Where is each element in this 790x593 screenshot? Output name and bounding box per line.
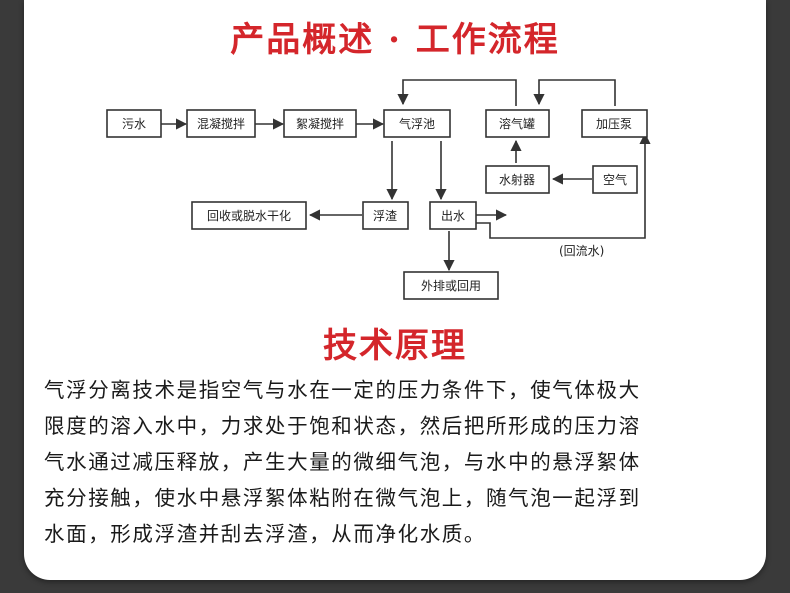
process-flow-diagram: 污水 混凝搅拌 絮凝搅拌 气浮池 溶气罐 加压泵 水射器 空气 回收或脱水干化 … <box>106 79 651 300</box>
node-qifuchi: 气浮池 <box>383 109 451 138</box>
reflux-label: (回流水) <box>559 244 604 258</box>
node-shuisheqi-label: 水射器 <box>499 172 535 187</box>
overview-title: 产品概述 · 工作流程 <box>230 20 560 60</box>
node-xuning-label: 絮凝搅拌 <box>296 116 344 131</box>
node-chushui: 出水 <box>429 201 477 230</box>
principle-line-4: 充分接触，使水中悬浮絮体粘附在微气泡上，随气泡一起浮到 <box>44 486 641 510</box>
node-wushui: 污水 <box>106 109 162 138</box>
arrow-rongqiguan-to-qifuchi <box>397 79 517 106</box>
node-jiayabeng-label: 加压泵 <box>596 117 632 131</box>
node-waipai: 外排或回用 <box>403 271 499 300</box>
node-qifuchi-label: 气浮池 <box>399 116 435 131</box>
node-hunning-label: 混凝搅拌 <box>197 116 245 131</box>
principle-title: 技术原理 <box>323 326 467 366</box>
flow-connectors <box>161 79 651 272</box>
node-chushui-label: 出水 <box>441 209 465 223</box>
node-kongqi: 空气 <box>592 165 638 194</box>
node-huishou: 回收或脱水干化 <box>191 201 307 230</box>
principle-paragraph: 气浮分离技术是指空气与水在一定的压力条件下，使气体极大 限度的溶入水中，力求处于… <box>44 372 754 552</box>
node-wushui-label: 污水 <box>122 117 146 131</box>
content-card <box>24 0 766 580</box>
node-shuisheqi: 水射器 <box>485 165 550 194</box>
node-fuzha: 浮渣 <box>362 201 409 230</box>
node-huishou-label: 回收或脱水干化 <box>207 208 291 223</box>
principle-line-2: 限度的溶入水中，力求处于饱和状态，然后把所形成的压力溶 <box>44 414 641 438</box>
node-jiayabeng: 加压泵 <box>581 109 648 138</box>
node-hunning: 混凝搅拌 <box>186 109 256 138</box>
arrow-jiayabeng-to-rongqiguan <box>533 79 616 106</box>
principle-line-3: 气水通过减压释放，产生大量的微细气泡，与水中的悬浮絮体 <box>44 450 641 474</box>
principle-line-1: 气浮分离技术是指空气与水在一定的压力条件下，使气体极大 <box>44 378 641 402</box>
node-fuzha-label: 浮渣 <box>373 209 397 223</box>
node-rongqiguan-label: 溶气罐 <box>499 116 535 131</box>
node-xuning: 絮凝搅拌 <box>283 109 357 138</box>
reflux-line <box>476 132 651 239</box>
node-kongqi-label: 空气 <box>603 172 627 187</box>
node-waipai-label: 外排或回用 <box>421 279 481 293</box>
principle-line-5: 水面，形成浮渣并刮去浮渣，从而净化水质。 <box>44 522 486 546</box>
node-rongqiguan: 溶气罐 <box>485 109 550 138</box>
